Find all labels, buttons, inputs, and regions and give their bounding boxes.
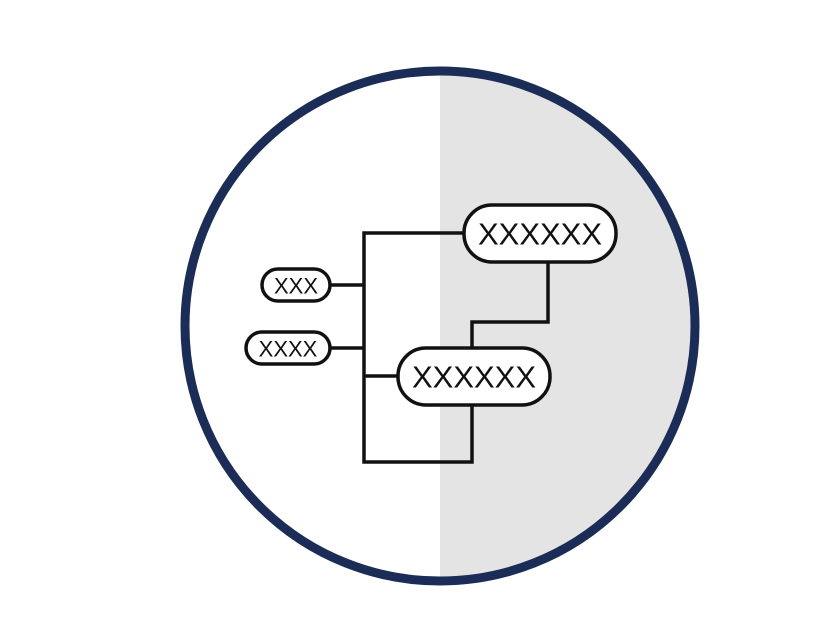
node-left-lower: XXXX — [244, 330, 332, 366]
circle-left-half — [185, 71, 440, 581]
node-middle: XXXXXX — [396, 346, 552, 407]
node-top-right: XXXXXX — [462, 203, 618, 264]
node-left-lower-label: XXXX — [259, 337, 318, 362]
node-left-upper-label: XXX — [274, 274, 318, 299]
circle-right-half — [440, 71, 695, 581]
node-middle-label: XXXXXX — [412, 360, 536, 395]
node-left-upper: XXX — [260, 267, 332, 303]
connector-top-to-middle — [470, 262, 550, 348]
node-top-right-label: XXXXXX — [478, 217, 602, 252]
connector-trunk-top — [362, 231, 474, 464]
connectors — [330, 231, 550, 464]
outer-ring — [180, 66, 700, 586]
